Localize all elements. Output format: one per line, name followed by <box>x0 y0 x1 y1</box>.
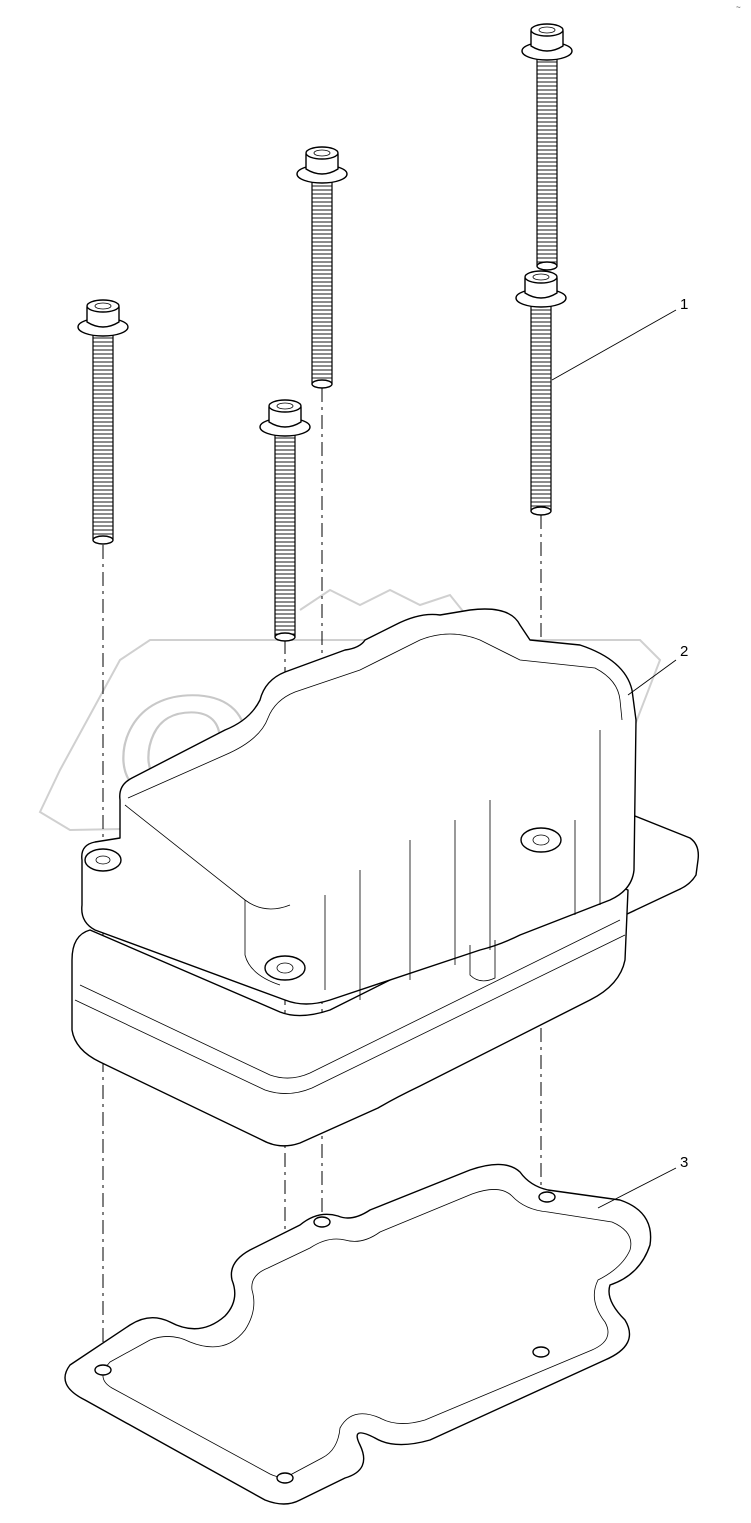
callout-label-2: 2 <box>680 643 688 660</box>
bolt-1 <box>77 299 129 545</box>
valve-cover <box>71 608 700 1147</box>
bolt-3 <box>296 146 348 389</box>
bolt-5 <box>515 270 567 516</box>
callout-leaders <box>551 309 677 1209</box>
callout-label-3: 3 <box>680 1154 688 1171</box>
gasket <box>64 1163 652 1505</box>
callout-label-1: 1 <box>680 296 688 313</box>
bolt-2 <box>259 399 311 642</box>
corner-mark: ~ <box>736 3 741 12</box>
bolt-4 <box>521 23 573 271</box>
